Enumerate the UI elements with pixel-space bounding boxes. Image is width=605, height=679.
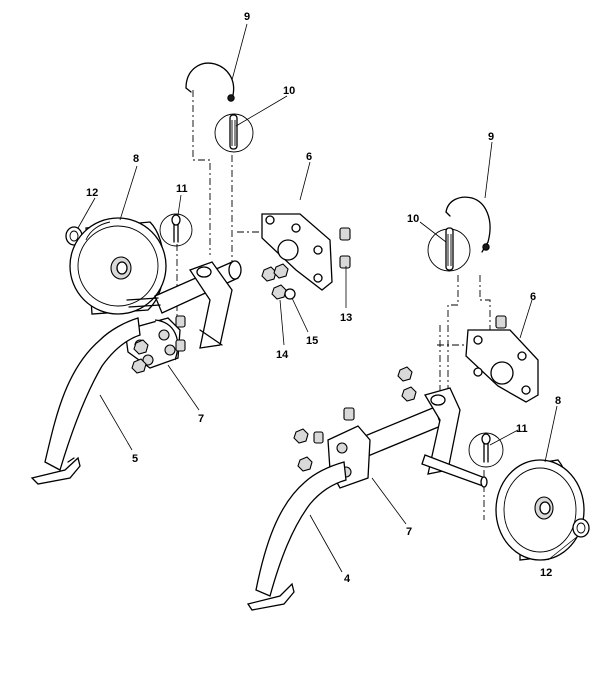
right-pin-detail: [427, 227, 471, 272]
callout-13: 13: [340, 312, 352, 324]
callout-9-right: 9: [488, 131, 494, 143]
left-cotter-pin: [159, 213, 193, 247]
left-hairpin-clip: [185, 62, 235, 102]
right-washer: [572, 518, 590, 538]
callout-7-left: 7: [198, 413, 204, 425]
right-handle: [246, 461, 347, 611]
leader-lines: [77, 23, 579, 573]
callout-5: 5: [132, 453, 138, 465]
right-fasteners: [293, 366, 417, 472]
callout-14: 14: [276, 349, 289, 361]
callout-6-left: 6: [306, 151, 312, 163]
left-mounting-plate: [261, 213, 333, 291]
right-hairpin-clip: [445, 196, 491, 253]
right-assembly: [246, 196, 590, 611]
callout-8-right: 8: [555, 395, 561, 407]
callout-10-right: 10: [407, 213, 419, 225]
callout-7-right: 7: [406, 526, 412, 538]
callout-labels: 9 10 8 12 11 6 13 15 14 7 5 9 10 6 8 11 …: [86, 11, 561, 585]
right-axle: [359, 387, 488, 488]
left-pin-detail: [214, 113, 254, 153]
callout-11-right: 11: [516, 423, 528, 435]
callout-15: 15: [306, 335, 318, 347]
left-assembly: [30, 62, 351, 485]
callout-6-right: 6: [530, 291, 536, 303]
callout-11-left: 11: [176, 183, 188, 195]
right-mounting-plate: [465, 315, 539, 403]
left-handle: [30, 317, 141, 485]
callout-4: 4: [344, 573, 351, 585]
callout-12-left: 12: [86, 187, 98, 199]
callout-10-left: 10: [283, 85, 295, 97]
callout-12-right: 12: [540, 567, 552, 579]
left-wheel: [69, 217, 167, 315]
callout-8-left: 8: [133, 153, 139, 165]
right-wheel: [495, 459, 585, 561]
left-bracket: [189, 261, 233, 349]
right-cotter-pin: [468, 432, 504, 468]
left-fasteners: [131, 227, 351, 374]
callout-9-left: 9: [244, 11, 250, 23]
